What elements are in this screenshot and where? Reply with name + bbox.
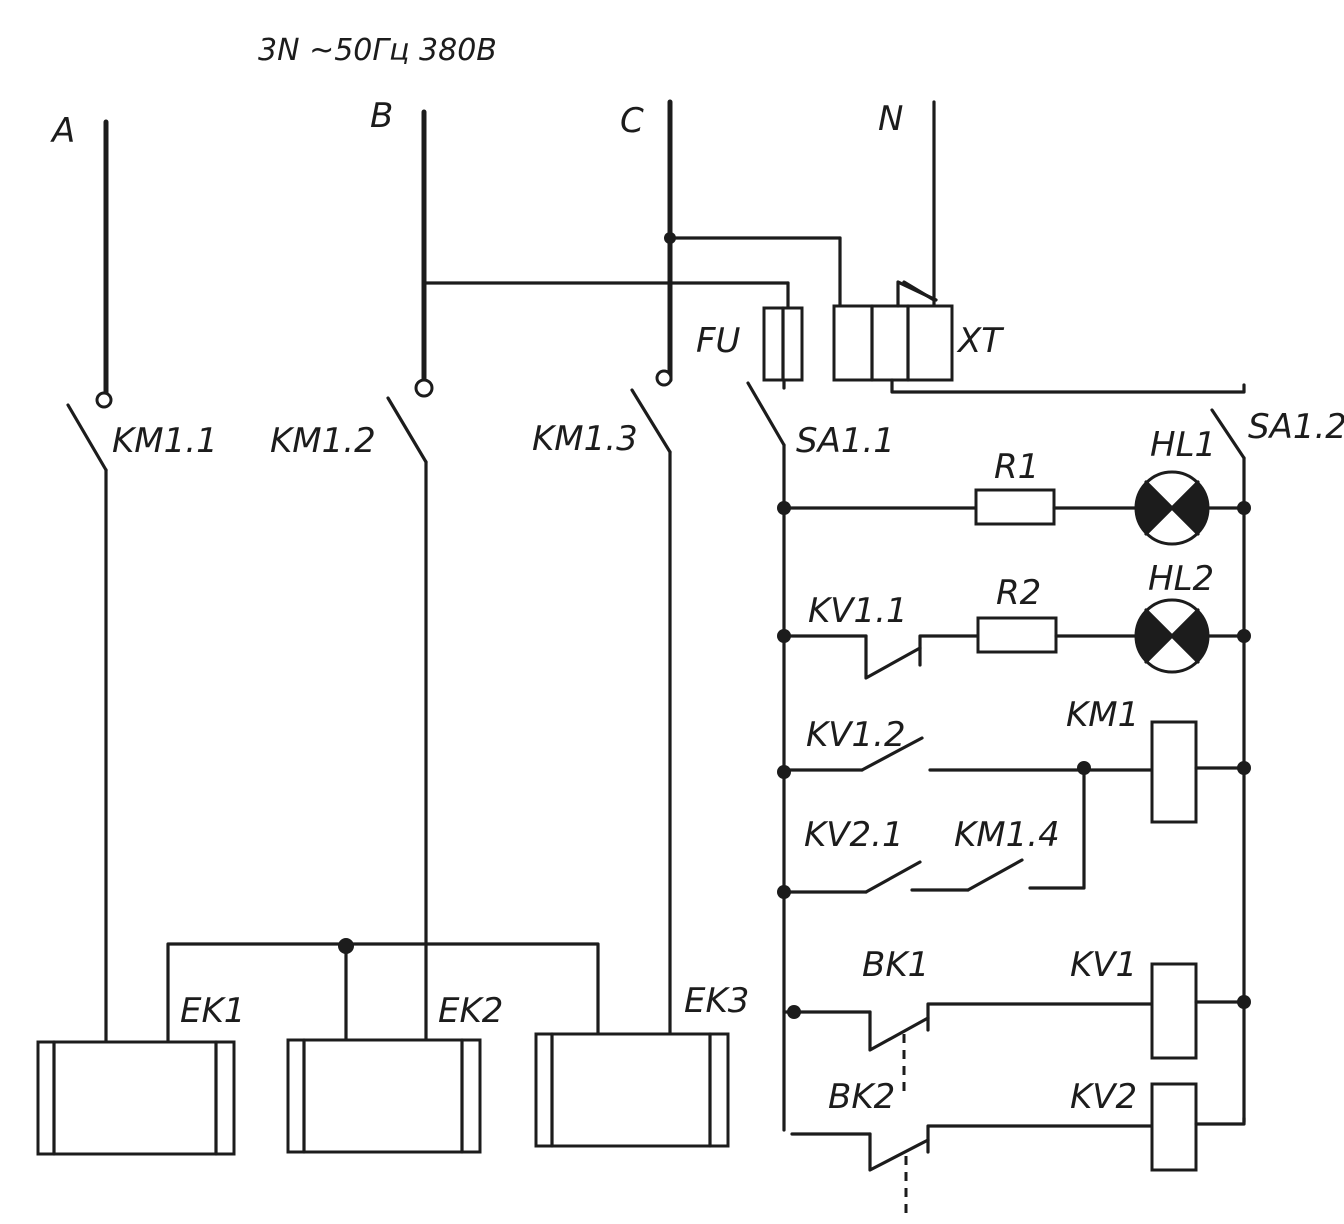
phase-a-label: A <box>50 111 75 151</box>
phase-a-line <box>66 119 113 1050</box>
row-hl2 <box>782 598 1246 680</box>
coil-kv2 <box>1150 1082 1198 1172</box>
row-km1 <box>782 720 1246 890</box>
hl2-label: HL2 <box>1148 559 1214 599</box>
sa11-label: SA1.1 <box>796 421 895 461</box>
bk1-label: BK1 <box>862 945 929 985</box>
heater-ek3 <box>534 1032 730 1148</box>
r2-label: R2 <box>996 573 1041 613</box>
xt-label: XT <box>956 321 1004 361</box>
switch-sa11 <box>746 378 786 1132</box>
heater-ek2 <box>286 1038 482 1154</box>
supply-label: 3N ~50Гц 380В <box>258 33 497 68</box>
resistor-r2 <box>976 616 1058 654</box>
kv12-label: KV1.2 <box>806 715 906 755</box>
km14-label: KM1.4 <box>954 815 1060 855</box>
bk2-label: BK2 <box>828 1077 895 1117</box>
kv2-label: KV2 <box>1070 1077 1137 1117</box>
phase-c-line <box>630 99 842 1040</box>
sa12-label: SA1.2 <box>1248 407 1344 447</box>
km1-label: KM1 <box>1066 695 1139 735</box>
junction-c <box>664 232 676 244</box>
neutral-label: N <box>878 99 903 139</box>
km12-label: KM1.2 <box>270 421 376 461</box>
coil-kv1 <box>1150 962 1198 1060</box>
row-kv21 <box>782 858 1024 894</box>
coil-km1 <box>1150 720 1198 824</box>
hl1-label: HL1 <box>1150 425 1216 465</box>
kv1-label: KV1 <box>1070 945 1137 985</box>
kv21-label: KV2.1 <box>804 815 904 855</box>
resistor-r1 <box>974 488 1056 526</box>
heater-common-bus <box>166 942 600 1042</box>
ek2-label: EK2 <box>438 991 503 1031</box>
heater-ek1 <box>36 1040 236 1156</box>
terminal-block-xt <box>832 280 1246 394</box>
km11-label: KM1.1 <box>112 421 218 461</box>
ek1-label: EK1 <box>180 991 245 1031</box>
neutral-line <box>902 100 936 310</box>
r1-label: R1 <box>994 447 1039 487</box>
kv11-label: KV1.1 <box>808 591 908 631</box>
row-hl1 <box>782 470 1246 546</box>
fu-label: FU <box>696 321 741 361</box>
phase-b-line <box>386 109 790 1047</box>
ek3-label: EK3 <box>684 981 749 1021</box>
row-kv1 <box>782 962 1246 1098</box>
switch-sa12 <box>1210 408 1246 1124</box>
row-kv2 <box>790 1082 1246 1218</box>
fuse-fu <box>762 306 804 382</box>
phase-b-label: B <box>370 96 393 136</box>
phase-c-label: C <box>620 101 644 141</box>
km13-label: KM1.3 <box>532 419 638 459</box>
